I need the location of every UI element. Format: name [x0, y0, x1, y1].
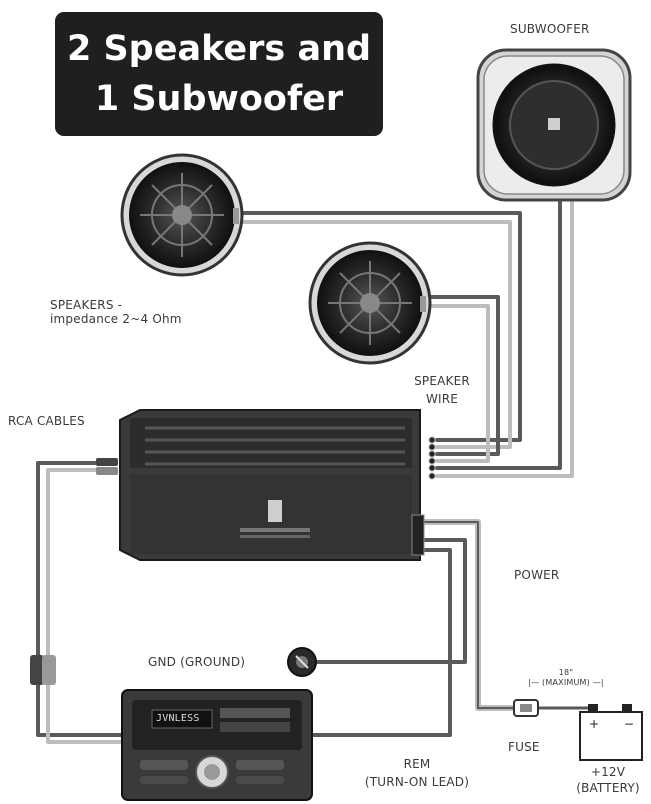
ground-terminal	[287, 647, 317, 677]
label-speaker-wire-line2: WIRE	[425, 392, 459, 406]
battery: + −	[579, 704, 643, 761]
wire-sub-b	[435, 188, 574, 478]
rca-cables	[36, 461, 122, 744]
title-box: 2 Speakers and 1 Subwoofer	[55, 12, 383, 136]
label-rem-line2: (TURN-ON LEAD)	[364, 775, 470, 789]
power-wires	[310, 519, 592, 737]
label-speakers: SPEAKERS - impedance 2~4 Ohm	[50, 298, 182, 326]
wire-sub-a	[435, 188, 562, 470]
head-unit-display-text: JVNLESS	[156, 713, 200, 724]
label-rem: REM (TURN-ON LEAD)	[352, 755, 482, 791]
subwoofer	[476, 48, 632, 202]
head-unit	[121, 689, 313, 801]
label-rem-line1: REM	[403, 757, 431, 771]
label-speaker-wire: SPEAKER WIRE	[412, 372, 472, 408]
label-fuse: FUSE	[508, 740, 540, 754]
fuse	[513, 699, 539, 717]
svg-text:−: −	[624, 717, 634, 731]
speaker-2	[308, 241, 432, 365]
label-battery-line1: +12V	[590, 765, 626, 779]
label-fuse-distance: 18" |— (MAXIMUM) —|	[506, 668, 626, 688]
rca-cable-2	[46, 468, 122, 744]
rem-wire	[310, 548, 452, 737]
speaker-wires	[236, 188, 574, 478]
label-speakers-line1: SPEAKERS -	[50, 298, 123, 312]
speaker-1	[120, 153, 244, 277]
svg-text:+: +	[589, 717, 599, 731]
label-fuse-distance-value: 18"	[558, 668, 574, 677]
wire-speaker2-b	[422, 304, 490, 463]
rca-plugs	[30, 655, 56, 685]
label-power: POWER	[514, 568, 560, 582]
amplifier	[96, 409, 436, 561]
rca-cable-1	[36, 461, 122, 737]
label-subwoofer: SUBWOOFER	[510, 22, 590, 36]
title-line-1: 2 Speakers and	[66, 29, 372, 69]
label-fuse-distance-sub: |— (MAXIMUM) —|	[528, 678, 604, 687]
title-line-2: 1 Subwoofer	[94, 79, 344, 119]
ground-wire	[316, 538, 467, 664]
label-battery: +12V (BATTERY)	[568, 764, 648, 796]
wire-speaker1-a	[236, 211, 522, 442]
label-rca-cables: RCA CABLES	[8, 414, 85, 428]
wire-speaker1-b	[236, 220, 512, 449]
label-battery-line2: (BATTERY)	[576, 781, 640, 795]
label-speakers-line2: impedance 2~4 Ohm	[50, 312, 182, 326]
wire-speaker2-a	[422, 295, 500, 456]
label-gnd: GND (GROUND)	[148, 655, 246, 669]
label-speaker-wire-line1: SPEAKER	[414, 374, 470, 388]
